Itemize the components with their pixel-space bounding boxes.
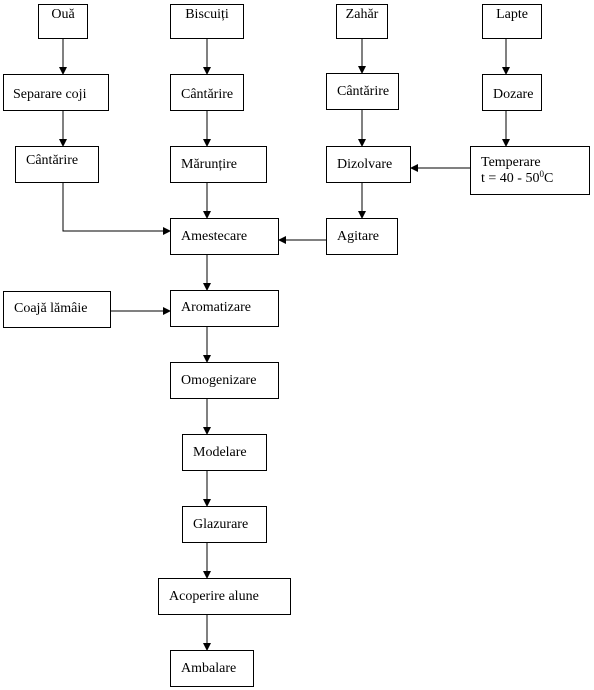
node-cantarire-zahar-label: Cântărire bbox=[337, 84, 390, 99]
node-oua-label: Ouă bbox=[51, 7, 75, 22]
node-separare-coji-label: Separare coji bbox=[13, 87, 87, 102]
node-glazurare: Glazurare bbox=[182, 506, 267, 543]
node-omogenizare-label: Omogenizare bbox=[181, 373, 257, 388]
node-temperare: Temperare t = 40 - 500C bbox=[470, 146, 590, 195]
node-temperare-title: Temperare bbox=[481, 155, 541, 170]
node-amestecare-label: Amestecare bbox=[181, 229, 248, 244]
node-lapte: Lapte bbox=[482, 4, 542, 39]
node-lapte-label: Lapte bbox=[496, 7, 528, 22]
temperature-range: t = 40 - 50 bbox=[481, 171, 540, 186]
node-ambalare-label: Ambalare bbox=[181, 661, 237, 676]
node-dozare: Dozare bbox=[482, 74, 542, 111]
node-maruntire: Mărunțire bbox=[170, 146, 267, 183]
node-aromatizare-label: Aromatizare bbox=[181, 300, 251, 315]
node-cantarire-oua-label: Cântărire bbox=[26, 153, 79, 168]
node-cantarire-biscuiti-label: Cântărire bbox=[181, 87, 234, 102]
node-biscuiti-label: Biscuiți bbox=[185, 7, 229, 22]
node-acoperire-alune-label: Acoperire alune bbox=[169, 589, 259, 604]
node-coaja-lamaie: Coajă lămâie bbox=[3, 291, 111, 328]
node-cantarire-zahar: Cântărire bbox=[326, 73, 399, 110]
node-zahar-label: Zahăr bbox=[345, 7, 379, 22]
node-acoperire-alune: Acoperire alune bbox=[158, 578, 291, 615]
node-coaja-lamaie-label: Coajă lămâie bbox=[14, 301, 88, 316]
node-agitare-label: Agitare bbox=[337, 229, 379, 244]
temperature-unit: C bbox=[543, 171, 554, 186]
node-modelare: Modelare bbox=[182, 434, 267, 471]
node-biscuiti: Biscuiți bbox=[170, 4, 244, 39]
node-cantarire-oua: Cântărire bbox=[15, 146, 99, 183]
node-glazurare-label: Glazurare bbox=[193, 517, 249, 532]
node-modelare-label: Modelare bbox=[193, 445, 247, 460]
node-cantarire-biscuiti: Cântărire bbox=[170, 74, 244, 111]
node-zahar: Zahăr bbox=[336, 4, 388, 39]
node-dozare-label: Dozare bbox=[493, 87, 534, 102]
node-oua: Ouă bbox=[38, 4, 88, 39]
node-amestecare: Amestecare bbox=[170, 218, 279, 255]
node-maruntire-label: Mărunțire bbox=[181, 157, 237, 172]
node-temperare-condition: t = 40 - 500C bbox=[481, 169, 589, 187]
node-agitare: Agitare bbox=[326, 218, 398, 255]
node-separare-coji: Separare coji bbox=[3, 74, 109, 111]
arrow-cantarire-to-amestecare bbox=[62, 183, 171, 235]
temperature-superscript: 0 bbox=[539, 169, 544, 179]
node-dizolvare: Dizolvare bbox=[326, 146, 411, 183]
node-aromatizare: Aromatizare bbox=[170, 290, 279, 327]
node-omogenizare: Omogenizare bbox=[170, 362, 279, 399]
node-ambalare: Ambalare bbox=[170, 650, 254, 687]
node-dizolvare-label: Dizolvare bbox=[337, 157, 393, 172]
